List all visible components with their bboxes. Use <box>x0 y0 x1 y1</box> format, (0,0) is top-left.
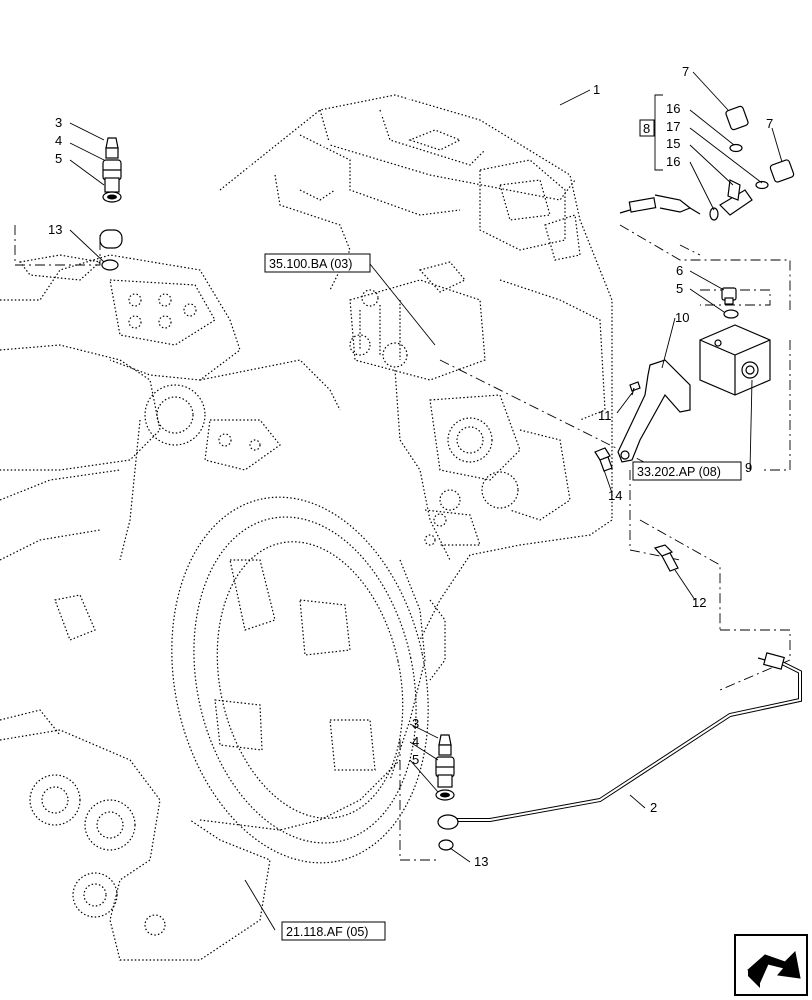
reference-labels: 35.100.BA (03) 33.202.AP (08) 21.118.AF … <box>264 253 742 941</box>
callout-5-right: 5 <box>676 281 683 296</box>
callout-15: 15 <box>666 136 680 151</box>
callout-1: 1 <box>593 82 600 97</box>
callout-8: 8 <box>643 121 650 136</box>
fittings-upper-left <box>99 137 123 271</box>
reference-33-202-ap: 33.202.AP (08) <box>637 465 721 479</box>
callout-13-lower: 13 <box>474 854 488 869</box>
assembly-lines <box>14 224 791 861</box>
group-8-bracket <box>654 94 663 171</box>
callout-2: 2 <box>650 800 657 815</box>
pipe-2 <box>437 652 802 830</box>
callout-5: 5 <box>55 151 62 166</box>
callout-11: 11 <box>598 408 612 423</box>
pipe-1 <box>109 69 692 231</box>
callout-4: 4 <box>55 133 62 148</box>
callout-7-right: 7 <box>766 116 773 131</box>
valve-block <box>699 287 771 396</box>
callout-7-top: 7 <box>682 64 689 79</box>
leader-lines <box>69 71 783 931</box>
callout-14: 14 <box>608 488 622 503</box>
reference-21-118-af: 21.118.AF (05) <box>286 925 368 939</box>
callout-16-bottom: 16 <box>666 154 680 169</box>
bracket <box>594 359 691 572</box>
callout-13: 13 <box>48 222 62 237</box>
callout-10: 10 <box>675 310 689 325</box>
callout-9: 9 <box>745 460 752 475</box>
callout-12: 12 <box>692 595 706 610</box>
callout-17: 17 <box>666 119 680 134</box>
callout-4-lower: 4 <box>412 734 419 749</box>
next-page-arrow-icon[interactable] <box>734 934 808 996</box>
fittings-top-right <box>689 105 795 221</box>
reference-35-100-ba: 35.100.BA (03) <box>269 257 352 271</box>
fittings-lower <box>435 734 455 851</box>
callout-6: 6 <box>676 263 683 278</box>
callout-5-lower: 5 <box>412 752 419 767</box>
transmission-housing <box>0 94 613 961</box>
callout-3: 3 <box>55 115 62 130</box>
callout-16-top: 16 <box>666 101 680 116</box>
callout-labels: 1 2 3 4 5 13 3 4 5 13 7 7 8 16 17 15 16 … <box>48 64 773 869</box>
callout-3-lower: 3 <box>412 716 419 731</box>
